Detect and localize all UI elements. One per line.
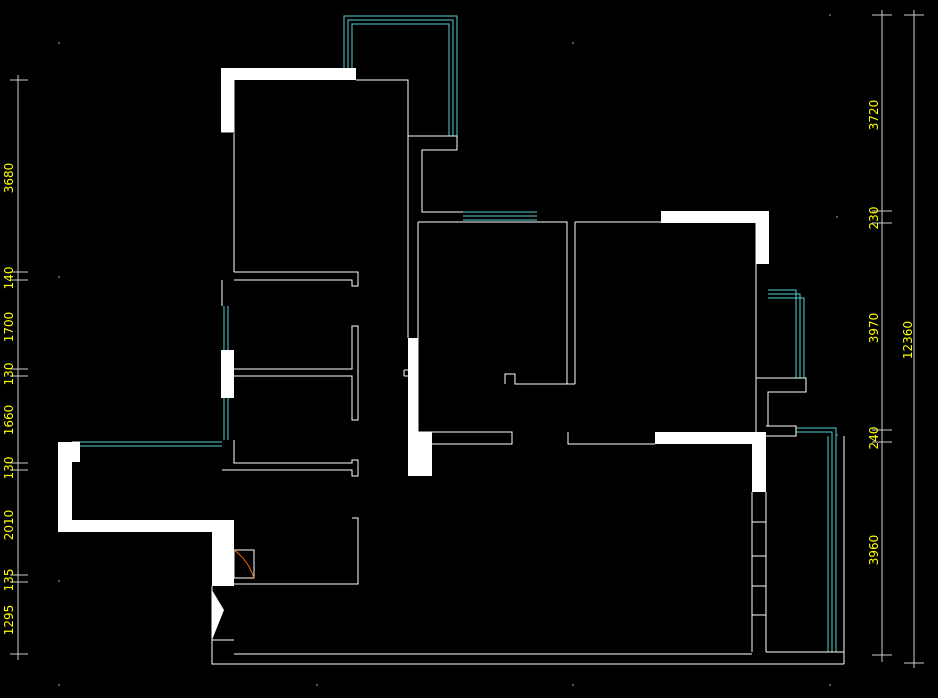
left-dim-text-6: 130	[2, 457, 16, 480]
wall-left-upper	[221, 68, 234, 133]
wall-top-left	[221, 68, 356, 80]
walls	[58, 68, 769, 640]
right-dim-text-1: 3720	[867, 100, 881, 131]
right-dim-text-3: 3970	[867, 313, 881, 344]
wall-middle-column	[408, 338, 418, 438]
left-dim-text-4: 130	[2, 363, 16, 386]
wall-balcony-side	[58, 442, 72, 532]
window-top-middle	[463, 211, 537, 221]
wall-kitchen-corner	[212, 520, 234, 586]
left-dim-text-9: 1295	[2, 605, 16, 636]
wall-living-top	[655, 432, 766, 444]
wall-entry-wedge	[212, 590, 224, 640]
window-left-upper	[223, 306, 229, 350]
window-left-lower	[223, 398, 229, 440]
right-dim-text-2: 230	[867, 207, 881, 230]
window-right-balcony	[796, 427, 837, 652]
left-dim-text-1: 3680	[2, 163, 16, 194]
left-dim-text-3: 1700	[2, 312, 16, 343]
left-dimension-chain: 3680 140 1700 130 1660 130 2010 135 1295	[2, 75, 28, 660]
wall-right-upper	[756, 211, 769, 264]
window-left-balcony	[80, 441, 222, 447]
left-dim-text-5: 1660	[2, 405, 16, 436]
door-swing-arc	[233, 549, 255, 579]
window-right-bay	[768, 289, 805, 378]
left-dim-text-8: 135	[2, 569, 16, 592]
total-dimension-chain: 12360	[901, 10, 924, 668]
right-dim-text-4: 240	[867, 427, 881, 450]
wall-left-pier	[221, 350, 234, 398]
grid-dots	[58, 14, 838, 686]
wall-top-right	[661, 211, 769, 223]
wall-balcony-bottom	[58, 520, 234, 532]
wall-middle-base	[408, 432, 432, 476]
right-dimension-chain: 3720 230 3970 240 3960	[867, 10, 892, 662]
right-dim-text-5: 3960	[867, 535, 881, 566]
left-dim-text-2: 140	[2, 267, 16, 290]
outline-lines	[72, 79, 845, 665]
wall-living-right	[752, 432, 766, 492]
window-top-balcony	[343, 15, 458, 136]
left-dim-text-7: 2010	[2, 510, 16, 541]
total-dim-text: 12360	[901, 321, 915, 359]
